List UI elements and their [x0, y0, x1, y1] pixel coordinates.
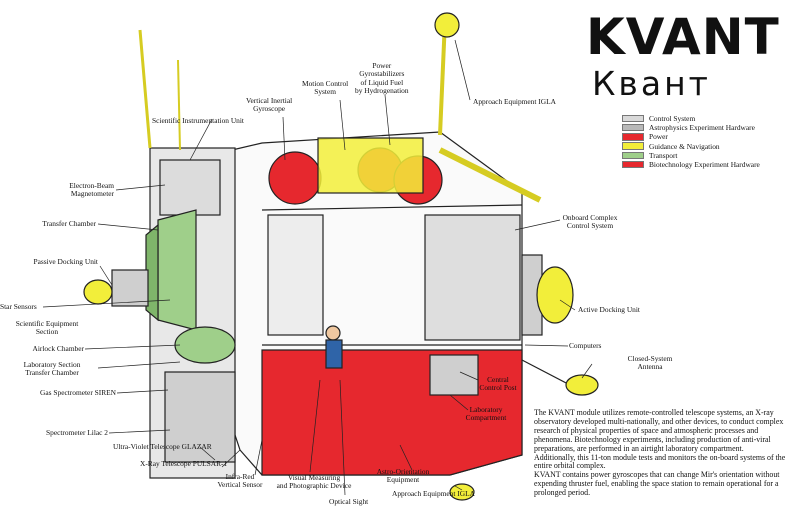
central-control-post [429, 354, 479, 396]
legend-swatch [622, 124, 644, 132]
airlock-chamber [174, 326, 236, 364]
transfer-chamber [157, 209, 197, 331]
legend-item: Biotechnology Experiment Hardware [622, 160, 760, 169]
legend: Control System Astrophysics Experiment H… [622, 114, 760, 169]
label-power-gyrostabilizers: Power Gyrostabilizers of Liquid Fuel by … [355, 61, 409, 96]
legend-label: Control System [649, 114, 696, 124]
label-vertical-gyroscope: Vertical Inertial Gyroscope [246, 96, 293, 114]
electron-beam-magnetometer [159, 159, 221, 216]
legend-label: Transport [649, 150, 678, 160]
legend-item: Astrophysics Experiment Hardware [622, 123, 760, 132]
label-lilac: Spectrometer Lilac 2 [46, 428, 108, 437]
label-scientific-instrumentation: Scientific Instrumentation Unit [152, 116, 244, 125]
label-electron-beam-magnetometer: Electron-Beam Magnetometer [69, 181, 114, 199]
label-glazar: Ultra-Violet Telescope GLAZAR [113, 442, 212, 451]
label-astro-orientation: Astro-Orientation Equipment [376, 467, 430, 485]
legend-swatch [622, 133, 644, 141]
label-passive-docking-unit: Passive Docking Unit [33, 257, 98, 266]
legend-item: Guidance & Navigation [622, 142, 760, 151]
label-active-docking-unit: Active Docking Unit [578, 305, 640, 314]
legend-swatch [622, 142, 644, 150]
label-laboratory-transfer: Laboratory Section Transfer Chamber [23, 360, 81, 378]
igla-dish-top [434, 12, 460, 38]
igla-boom [438, 147, 542, 203]
legend-item: Transport [622, 151, 760, 160]
label-onboard-complex: Onboard Complex Control System [562, 213, 618, 231]
label-infrared-sensor: Infra-Red Vertical Sensor [217, 472, 263, 490]
label-pulsar: X-Ray Telescope PULSAR-1 [140, 459, 228, 468]
label-visual-measuring: Visual Measuring and Photographic Device [276, 473, 352, 491]
description-paragraph: The KVANT module utilizes remote-control… [534, 408, 784, 453]
legend-item: Power [622, 132, 760, 141]
legend-label: Guidance & Navigation [649, 141, 720, 151]
label-star-sensors: Star Sensors [0, 302, 37, 311]
legend-swatch [622, 114, 644, 123]
active-docking-probe [536, 266, 574, 324]
description-paragraph: Additionally, this 11-ton module tests a… [534, 452, 786, 471]
label-transfer-chamber: Transfer Chamber [42, 219, 96, 228]
label-computers: Computers [569, 341, 602, 350]
label-laboratory-compartment: Laboratory Compartment [465, 405, 507, 423]
passive-docking-probe [83, 279, 113, 305]
legend-swatch [622, 160, 644, 169]
gyrostabilizer-1 [268, 151, 322, 205]
closed-system-antenna [565, 374, 599, 396]
label-motion-control: Motion Control System [302, 79, 349, 97]
cosmonaut-head [325, 325, 341, 341]
legend-item: Control System [622, 114, 760, 123]
title: KVANT [586, 8, 780, 66]
legend-swatch [622, 151, 644, 160]
legend-label: Biotechnology Experiment Hardware [649, 160, 760, 170]
cosmonaut-body [325, 339, 343, 369]
igla-dish-bottom [449, 483, 475, 501]
label-airlock-chamber: Airlock Chamber [32, 344, 84, 353]
label-optical-sight: Optical Sight [329, 497, 369, 506]
label-approach-igla-bottom: Approach Equipment IGLA [392, 489, 475, 498]
label-approach-igla-top: Approach Equipment IGLA [473, 97, 556, 106]
label-central-control-post: Central Control Post [479, 375, 517, 393]
label-siren: Gas Spectrometer SIREN [40, 388, 116, 397]
title-russian: Квант [592, 64, 711, 103]
description: The KVANT module utilizes remote-control… [534, 408, 796, 498]
legend-label: Astrophysics Experiment Hardware [649, 123, 755, 133]
description-paragraph: KVANT contains power gyroscopes that can… [534, 470, 780, 498]
passive-docking-unit [111, 269, 149, 307]
label-scientific-equipment-section: Scientific Equipment Section [15, 319, 79, 337]
instrument-panel-right [424, 214, 521, 341]
legend-label: Power [649, 132, 668, 142]
instrument-panel-left [267, 214, 324, 336]
label-closed-system-antenna: Closed-System Antenna [627, 354, 673, 372]
gyro-frame [317, 137, 424, 194]
